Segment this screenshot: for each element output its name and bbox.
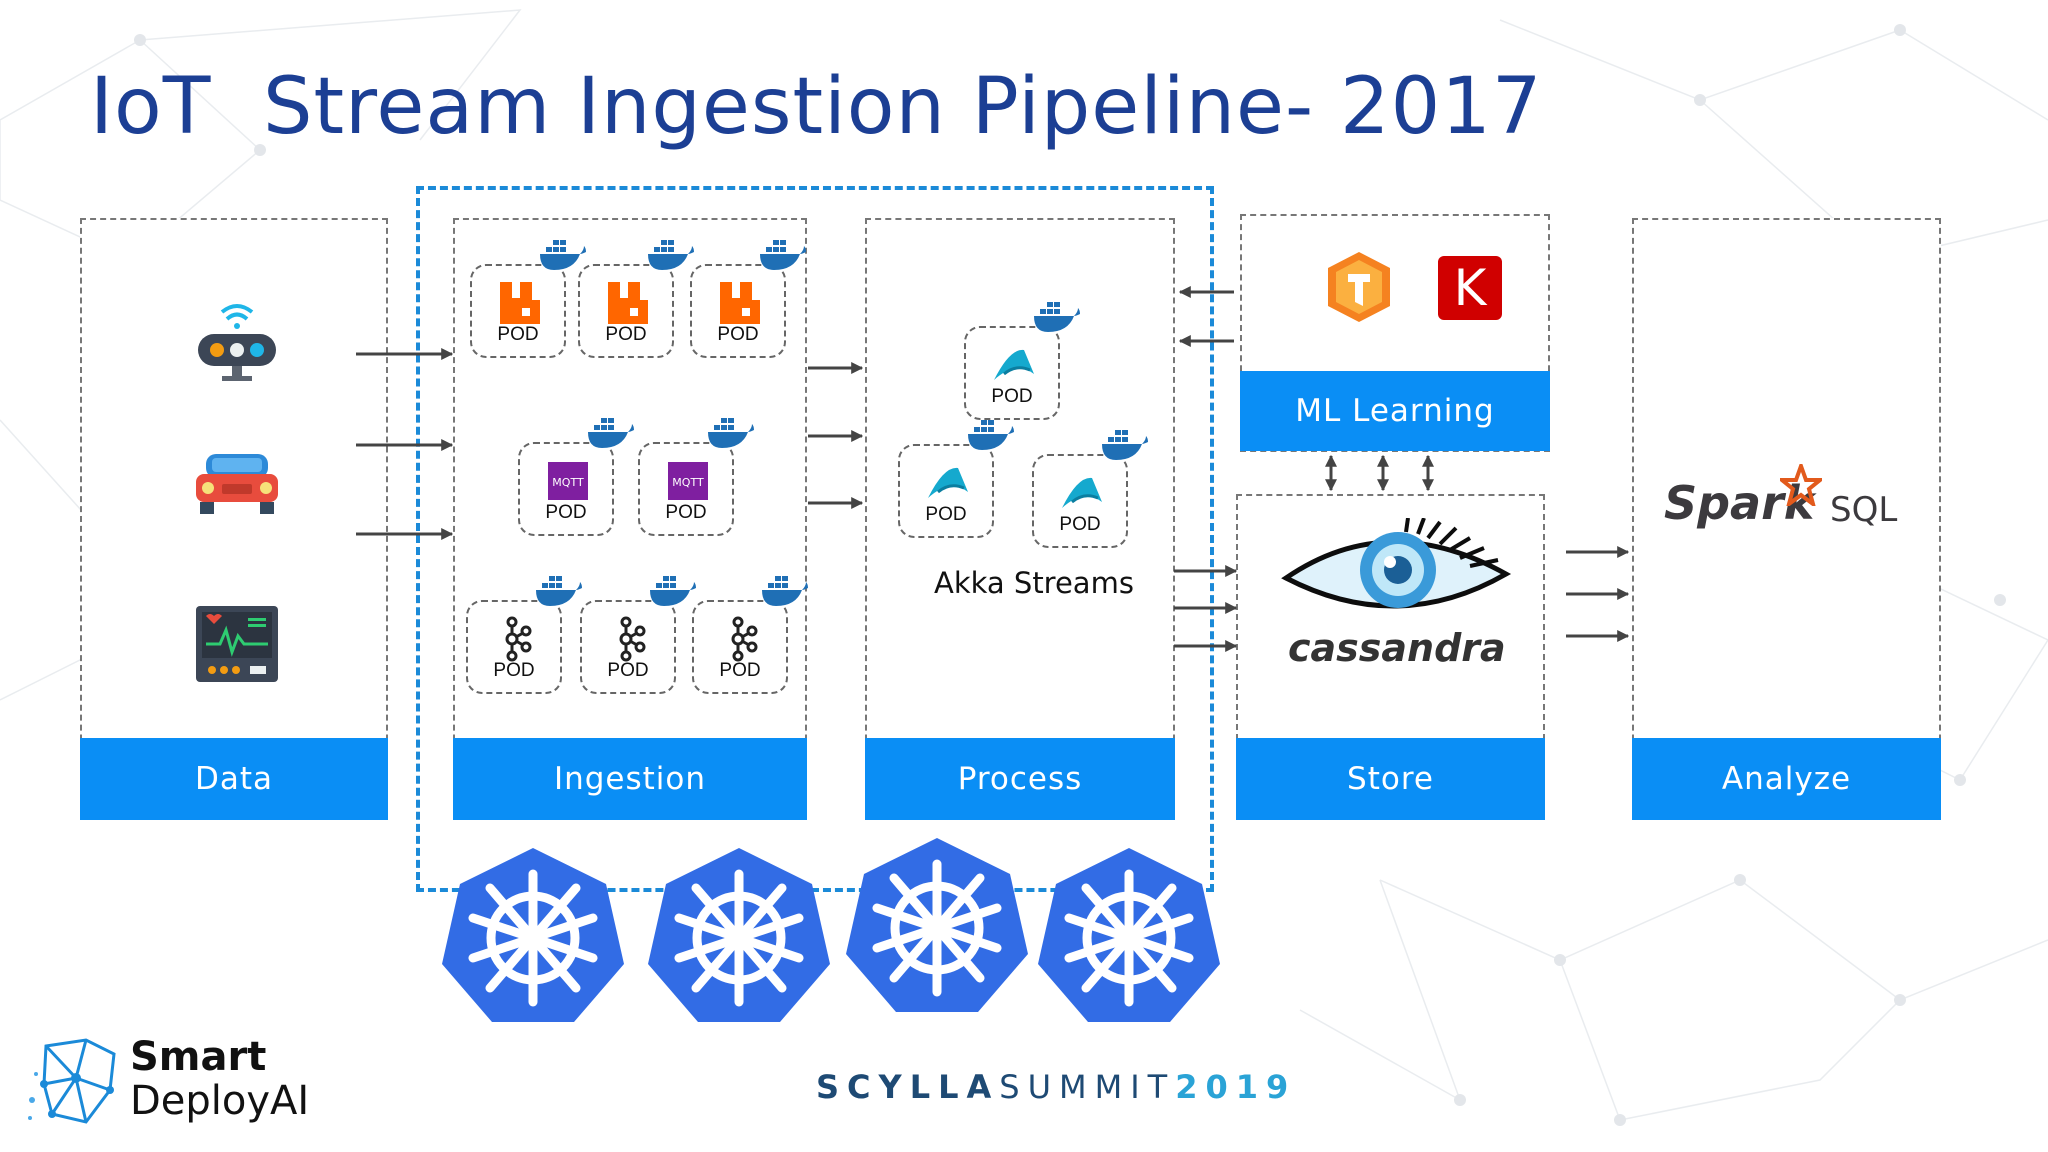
pod-akka-8: POD bbox=[964, 302, 1080, 420]
docker-whale-icon bbox=[760, 572, 808, 608]
pod-kafka-6: POD bbox=[580, 576, 696, 694]
health-monitor-icon bbox=[196, 606, 278, 682]
pod-label: POD bbox=[925, 504, 967, 525]
docker-whale-icon bbox=[1032, 298, 1080, 334]
pod-label: POD bbox=[717, 324, 759, 345]
keras-letter: K bbox=[1453, 259, 1487, 317]
docker-whale-icon bbox=[758, 236, 806, 272]
pod-rabbit-2: POD bbox=[690, 240, 806, 358]
smartdeployai-logo-icon bbox=[28, 1038, 116, 1124]
kubernetes-icon bbox=[1036, 844, 1222, 1026]
pod-kafka-5: POD bbox=[466, 576, 582, 694]
svg-text:MQTT: MQTT bbox=[552, 476, 584, 489]
process-band: Process bbox=[865, 738, 1175, 820]
store-panel: cassandra Store bbox=[1236, 494, 1545, 820]
akka-icon bbox=[990, 340, 1038, 390]
docker-whale-icon bbox=[966, 416, 1014, 452]
akka-icon bbox=[1058, 468, 1106, 518]
analyze-band: Analyze bbox=[1632, 738, 1941, 820]
pod-label: POD bbox=[719, 660, 761, 681]
akka-streams-label: Akka Streams bbox=[934, 566, 1134, 600]
sql-wordmark: SQL bbox=[1830, 490, 1898, 530]
pod-rabbit-1: POD bbox=[578, 240, 694, 358]
docker-whale-icon bbox=[646, 236, 694, 272]
kubernetes-icon bbox=[646, 844, 832, 1026]
spark-sql-logo: Spark SQL bbox=[1664, 464, 1924, 544]
pod-label: POD bbox=[1059, 514, 1101, 535]
analyze-panel: Spark SQL Analyze bbox=[1632, 218, 1941, 820]
mqtt-icon: MQTT bbox=[544, 456, 592, 506]
smart-sensor-icon bbox=[198, 304, 276, 381]
pod-label: POD bbox=[605, 324, 647, 345]
kubernetes-boundary bbox=[416, 186, 1214, 892]
page-title: IoT Stream Ingestion Pipeline- 2017 bbox=[90, 62, 1543, 152]
pod-label: POD bbox=[497, 324, 539, 345]
car-icon bbox=[196, 454, 278, 514]
tensorflow-icon bbox=[1328, 252, 1390, 322]
rabbit-icon bbox=[496, 278, 544, 328]
pod-label: POD bbox=[607, 660, 649, 681]
kubernetes-icon bbox=[440, 844, 626, 1026]
docker-whale-icon bbox=[538, 236, 586, 272]
akka-icon bbox=[924, 458, 972, 508]
footer-year: 2019 bbox=[1175, 1068, 1297, 1106]
cassandra-eye-icon bbox=[1281, 518, 1512, 609]
pod-rabbit-0: POD bbox=[470, 240, 586, 358]
data-panel: Data bbox=[80, 218, 388, 820]
scylla-summit-footer: SCYLLASUMMIT2019 bbox=[816, 1068, 1296, 1106]
pod-label: POD bbox=[493, 660, 535, 681]
docker-whale-icon bbox=[648, 572, 696, 608]
ml-learning-band: ML Learning bbox=[1240, 371, 1550, 451]
kubernetes-icon bbox=[844, 834, 1030, 1016]
pod-akka-10: POD bbox=[1032, 430, 1148, 548]
data-band: Data bbox=[80, 738, 388, 820]
smartdeployai-logo-text: Smart DeployAI bbox=[130, 1035, 309, 1123]
pod-mqtt-4: MQTT POD bbox=[638, 418, 754, 536]
kafka-icon bbox=[492, 614, 540, 664]
footer-summit: SUMMIT bbox=[999, 1068, 1176, 1106]
pod-akka-9: POD bbox=[898, 420, 1014, 538]
logo-line-deployai: DeployAI bbox=[130, 1078, 310, 1124]
rabbit-icon bbox=[604, 278, 652, 328]
rabbit-icon bbox=[716, 278, 764, 328]
pod-label: POD bbox=[665, 502, 707, 523]
pod-label: POD bbox=[545, 502, 587, 523]
docker-whale-icon bbox=[706, 414, 754, 450]
docker-whale-icon bbox=[586, 414, 634, 450]
store-band: Store bbox=[1236, 738, 1545, 820]
ml-learning-panel: K ML Learning bbox=[1240, 214, 1550, 452]
svg-text:MQTT: MQTT bbox=[672, 476, 704, 489]
pod-mqtt-3: MQTT POD bbox=[518, 418, 634, 536]
pod-kafka-7: POD bbox=[692, 576, 808, 694]
footer-scylla: SCYLLA bbox=[816, 1068, 1000, 1106]
logo-line-smart: Smart bbox=[130, 1034, 267, 1080]
cassandra-wordmark: cassandra bbox=[1288, 626, 1506, 670]
keras-icon: K bbox=[1438, 256, 1502, 320]
kafka-icon bbox=[718, 614, 766, 664]
docker-whale-icon bbox=[1100, 426, 1148, 462]
docker-whale-icon bbox=[534, 572, 582, 608]
kafka-icon bbox=[606, 614, 654, 664]
ingestion-band: Ingestion bbox=[453, 738, 807, 820]
spark-star-icon bbox=[1780, 464, 1822, 506]
mqtt-icon: MQTT bbox=[664, 456, 712, 506]
pod-label: POD bbox=[991, 386, 1033, 407]
